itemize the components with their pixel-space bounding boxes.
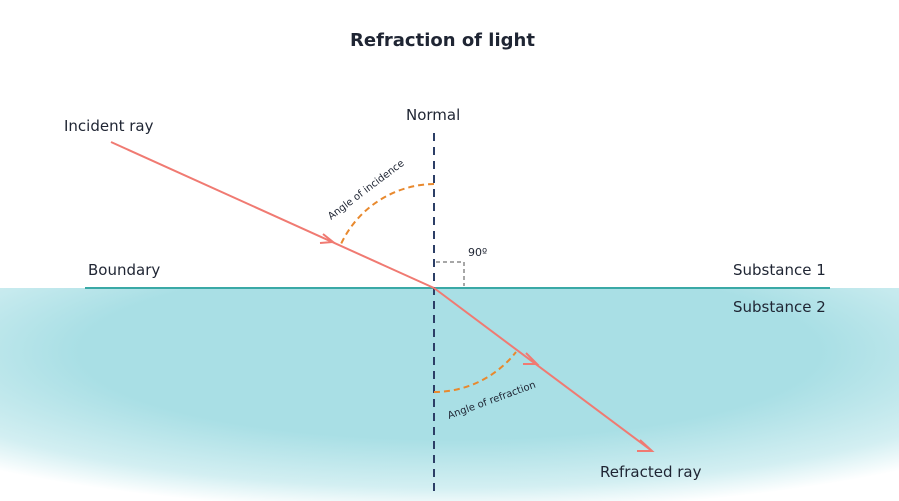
right-angle-label: 90º xyxy=(468,246,488,259)
angle-of-refraction-arc xyxy=(433,351,517,393)
diagram-title: Refraction of light xyxy=(350,30,535,51)
right-angle-marker xyxy=(436,261,465,286)
refracted-ray-label: Refracted ray xyxy=(600,463,702,481)
refracted-ray-end-arrowhead xyxy=(637,439,655,452)
substance-2-region xyxy=(0,288,899,501)
angle-of-incidence-arc xyxy=(340,183,435,245)
refracted-ray xyxy=(433,287,653,452)
incident-ray-label: Incident ray xyxy=(64,117,154,135)
incident-ray xyxy=(110,141,435,289)
substance-2-label: Substance 2 xyxy=(733,298,826,316)
boundary-label: Boundary xyxy=(88,261,161,279)
normal-label: Normal xyxy=(406,106,461,124)
angle-of-incidence-label: Angle of incidence xyxy=(326,158,406,222)
refracted-ray-mid-arrowhead xyxy=(523,352,540,365)
substance-1-label: Substance 1 xyxy=(733,261,826,279)
incident-ray-arrowhead xyxy=(319,233,336,244)
